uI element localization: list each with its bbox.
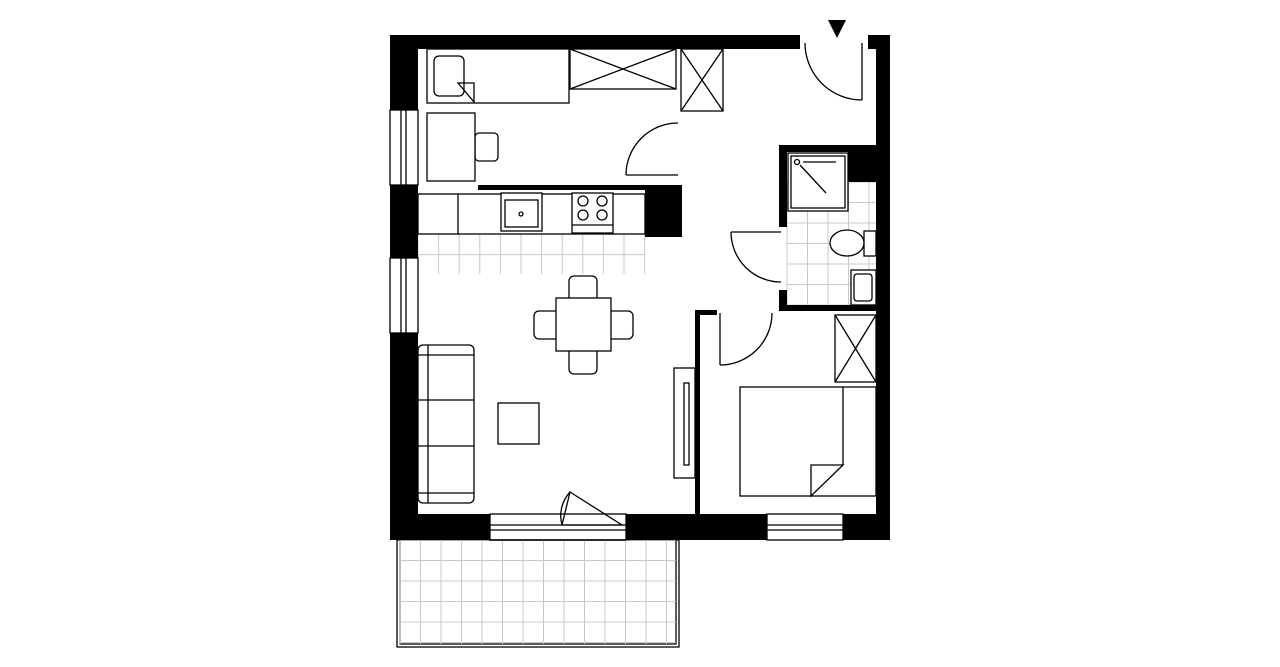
entrance-triangle-icon	[828, 20, 846, 38]
wall-bottom-2	[626, 514, 767, 540]
wall-right	[876, 35, 890, 540]
coffee-table	[497, 402, 540, 445]
kitchen-floor-tiles	[417, 233, 646, 274]
double-bed	[739, 386, 877, 498]
wall-bath-top	[779, 145, 849, 152]
sofa	[417, 344, 475, 504]
wardrobe	[569, 48, 724, 112]
wall-bottom-1	[390, 514, 490, 540]
tv-stand	[673, 367, 696, 479]
desk-with-chair	[426, 112, 499, 182]
shower	[787, 152, 849, 212]
wall-kitchen	[478, 185, 682, 190]
wall-bedroom	[695, 310, 700, 515]
balcony-tiles	[399, 539, 676, 644]
balcony	[396, 539, 680, 648]
wall-left-3	[390, 333, 418, 540]
furniture	[417, 48, 877, 504]
wall-bath-bottom	[779, 305, 876, 311]
sink	[500, 192, 543, 232]
wall-kitchen-block	[645, 185, 682, 237]
wall-bath-block	[848, 145, 876, 182]
toilet	[829, 229, 877, 257]
bedroom-wardrobe	[834, 314, 877, 383]
wall-bedroom-stub	[695, 310, 717, 315]
doors	[560, 20, 863, 526]
walls	[390, 35, 890, 540]
wall-left-1	[390, 35, 418, 110]
dining-table	[533, 275, 634, 375]
wall-bath-left-2	[779, 290, 787, 310]
washbasin	[850, 269, 877, 306]
wall-bottom-3	[843, 514, 890, 540]
wall-bath-left	[779, 145, 787, 227]
wall-top	[390, 35, 800, 49]
wall-left-2	[390, 185, 418, 258]
single-bed	[426, 48, 570, 104]
kitchen-counter	[417, 192, 646, 235]
